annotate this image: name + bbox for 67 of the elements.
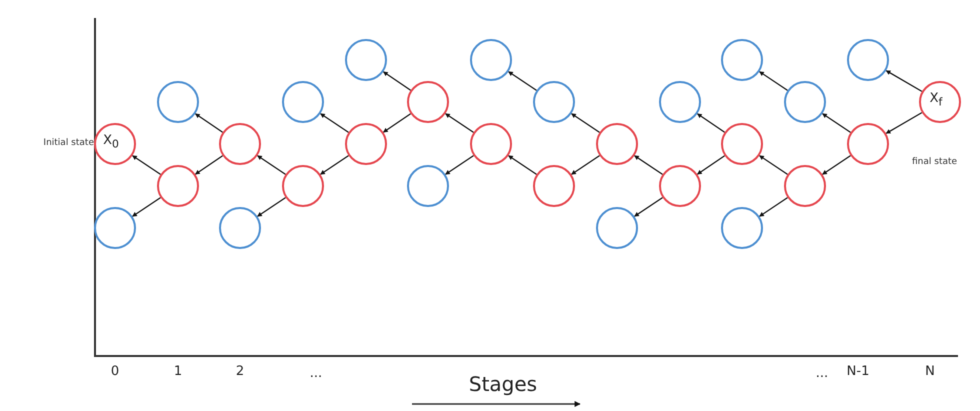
- tick-label: N: [925, 364, 935, 379]
- candidate-state-circle: [721, 39, 763, 81]
- state-circle: [157, 165, 199, 207]
- arrow: [697, 155, 725, 175]
- arrow: [571, 113, 600, 133]
- tick-label: 1: [174, 364, 182, 379]
- arrow: [759, 71, 788, 91]
- state-circle: [784, 165, 826, 207]
- state-circle: [919, 81, 961, 123]
- state-circle: [470, 123, 512, 165]
- arrow: [195, 113, 223, 133]
- state-circle: [847, 123, 889, 165]
- tick-label: ...: [816, 366, 828, 381]
- arrow: [822, 113, 851, 133]
- arrow: [822, 155, 851, 175]
- candidate-state-circle: [596, 207, 638, 249]
- state-circle: [345, 123, 387, 165]
- candidate-state-circle: [847, 39, 889, 81]
- state-circle: [282, 165, 324, 207]
- arrow: [759, 155, 788, 175]
- state-circle: [596, 123, 638, 165]
- axis-title: Stages: [468, 372, 538, 396]
- tick-label: 2: [236, 364, 244, 379]
- tick-label: 0: [110, 364, 120, 379]
- arrow: [195, 155, 223, 175]
- arrow: [445, 113, 474, 133]
- arrow: [886, 112, 922, 134]
- state-circle: [219, 123, 261, 165]
- state-label: X$_{0}$: [103, 133, 119, 151]
- arrow: [634, 155, 663, 175]
- arrow: [508, 155, 537, 175]
- arrow: [257, 155, 286, 175]
- candidate-state-circle: [282, 81, 324, 123]
- state-circle: [659, 165, 701, 207]
- arrow: [320, 155, 349, 175]
- candidate-state-circle: [94, 207, 136, 249]
- arrow: [759, 197, 788, 217]
- arrow: [257, 197, 286, 217]
- arrow: [132, 197, 161, 217]
- candidate-state-circle: [533, 81, 575, 123]
- arrow: [445, 155, 474, 175]
- candidate-state-circle: [345, 39, 387, 81]
- arrow: [132, 155, 161, 175]
- state-circle: [407, 81, 449, 123]
- candidate-state-circle: [784, 81, 826, 123]
- candidate-state-circle: [659, 81, 701, 123]
- candidate-state-circle: [470, 39, 512, 81]
- state-circle: [94, 123, 136, 165]
- state-circle: [533, 165, 575, 207]
- state-caption: Initial state: [43, 138, 94, 148]
- candidate-state-circle: [721, 207, 763, 249]
- candidate-state-circle: [157, 81, 199, 123]
- arrow: [383, 113, 411, 133]
- arrow: [508, 71, 537, 91]
- state-caption: final state: [912, 157, 958, 167]
- arrow: [383, 71, 411, 91]
- arrow: [320, 113, 349, 133]
- state-circle: [721, 123, 763, 165]
- arrow: [697, 113, 725, 133]
- tick-label: ...: [310, 366, 322, 381]
- candidate-state-circle: [407, 165, 449, 207]
- arrow: [571, 155, 600, 175]
- candidate-state-circle: [219, 207, 261, 249]
- arrow: [886, 70, 922, 92]
- tick-label: N-1: [846, 364, 870, 379]
- arrow: [634, 197, 663, 217]
- state-label: X$_{f}$: [930, 91, 942, 109]
